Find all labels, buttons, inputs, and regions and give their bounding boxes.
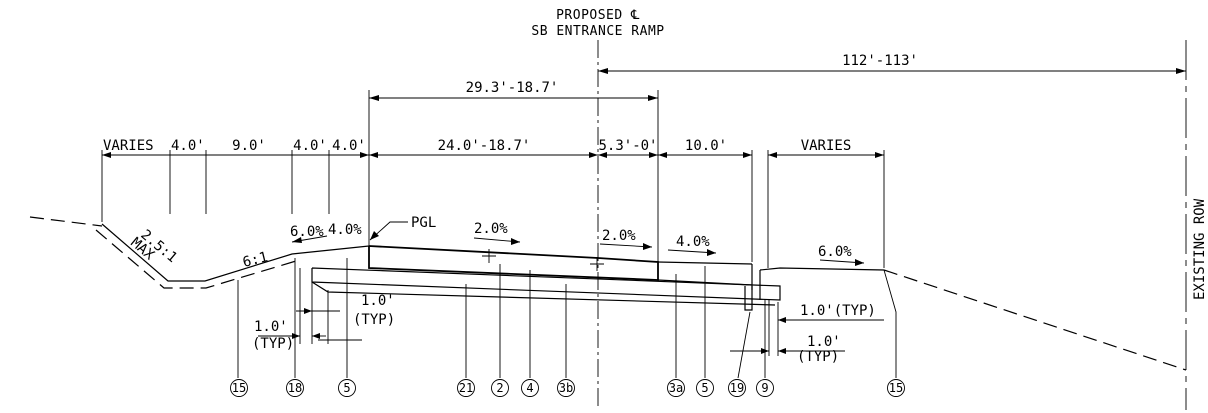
- callout-5-left: 5: [338, 379, 356, 397]
- dim-112-113-text: 112'-113': [842, 53, 918, 69]
- left-slope-profile: [95, 223, 370, 289]
- slope-2-0-b: 2.0%: [602, 228, 636, 244]
- dim-10-0: 10.0': [685, 138, 727, 154]
- pgl-label: PGL: [411, 215, 436, 231]
- slope-2-0-a: 2.0%: [474, 221, 508, 237]
- svg-text:19: 19: [730, 381, 744, 395]
- slope-6-0-left: 6.0%: [290, 224, 324, 240]
- dim-29-3: 29.3'-18.7': [368, 80, 659, 268]
- left-typ: (TYP): [252, 336, 294, 352]
- slope-6-0-right: 6.0%: [818, 244, 852, 260]
- callout-15-right: 15: [887, 379, 905, 397]
- right-1-0-typ: 1.0'(TYP): [800, 303, 876, 319]
- left-1-0: 1.0': [254, 319, 288, 335]
- existing-ground-right: [883, 269, 1187, 371]
- slope-arrow-2-0-b: [599, 243, 653, 250]
- callout-5-right: 5: [696, 379, 714, 397]
- dim-9-0: 9.0': [232, 138, 266, 154]
- pgl-leader: [369, 221, 408, 241]
- header-line2: SB ENTRANCE RAMP: [531, 24, 664, 39]
- callout-18: 18: [286, 379, 304, 397]
- callout-15-left: 15: [230, 379, 248, 397]
- small-dim-right: [730, 300, 884, 356]
- callout-4: 4: [521, 379, 539, 397]
- dim-5-3: 5.3'-0': [598, 138, 657, 154]
- right-1-0: 1.0': [807, 334, 841, 350]
- callout-21: 21: [457, 379, 475, 397]
- existing-row-label: EXISTING ROW: [1192, 198, 1208, 300]
- svg-text:3b: 3b: [559, 381, 573, 395]
- slope-arrow-6-0-right: [819, 259, 865, 266]
- slope-4-0-right: 4.0%: [676, 234, 710, 250]
- callout-9: 9: [756, 379, 774, 397]
- slope-4-0-left: 4.0%: [328, 222, 362, 238]
- existing-ground-left: [29, 216, 103, 227]
- dim-24-0: 24.0'-18.7': [438, 138, 531, 154]
- dim-varies-left: VARIES: [103, 138, 154, 154]
- callout-2: 2: [491, 379, 509, 397]
- callout-19: 19: [728, 379, 746, 397]
- dim-4-0-a: 4.0': [171, 138, 205, 154]
- small-dim-left: [258, 268, 362, 344]
- callout-3a: 3a: [667, 379, 685, 397]
- svg-text:2: 2: [496, 381, 503, 395]
- svg-text:5: 5: [701, 381, 708, 395]
- dim-112-113: 112'-113': [598, 53, 1186, 74]
- dim-4-0-b: 4.0': [293, 138, 327, 154]
- slope-arrow-4-0-right: [667, 249, 717, 256]
- header-line1: PROPOSED ℄: [556, 8, 640, 23]
- slope-6-1: 6:1: [241, 249, 269, 271]
- mid-typ: (TYP): [353, 312, 395, 328]
- svg-text:21: 21: [459, 381, 473, 395]
- svg-text:15: 15: [232, 381, 246, 395]
- svg-text:5: 5: [343, 381, 350, 395]
- mid-1-0: 1.0': [361, 293, 395, 309]
- svg-text:15: 15: [889, 381, 903, 395]
- slope-arrow-6-0-left: [291, 235, 328, 243]
- right-typ: (TYP): [797, 349, 839, 365]
- callout-leaders: [237, 258, 897, 379]
- dim-29-3-text: 29.3'-18.7': [466, 80, 559, 96]
- svg-text:18: 18: [288, 381, 302, 395]
- dim-4-0-c: 4.0': [332, 138, 366, 154]
- svg-text:3a: 3a: [669, 381, 683, 395]
- svg-text:4: 4: [526, 381, 533, 395]
- slope-arrow-2-0-a: [473, 237, 521, 245]
- dim-varies-right: VARIES: [801, 138, 852, 154]
- dimension-string: VARIES 4.0' 9.0' 4.0' 4.0' 24.0'-18.7' 5…: [101, 138, 885, 268]
- callout-3b: 3b: [557, 379, 575, 397]
- svg-text:9: 9: [761, 381, 768, 395]
